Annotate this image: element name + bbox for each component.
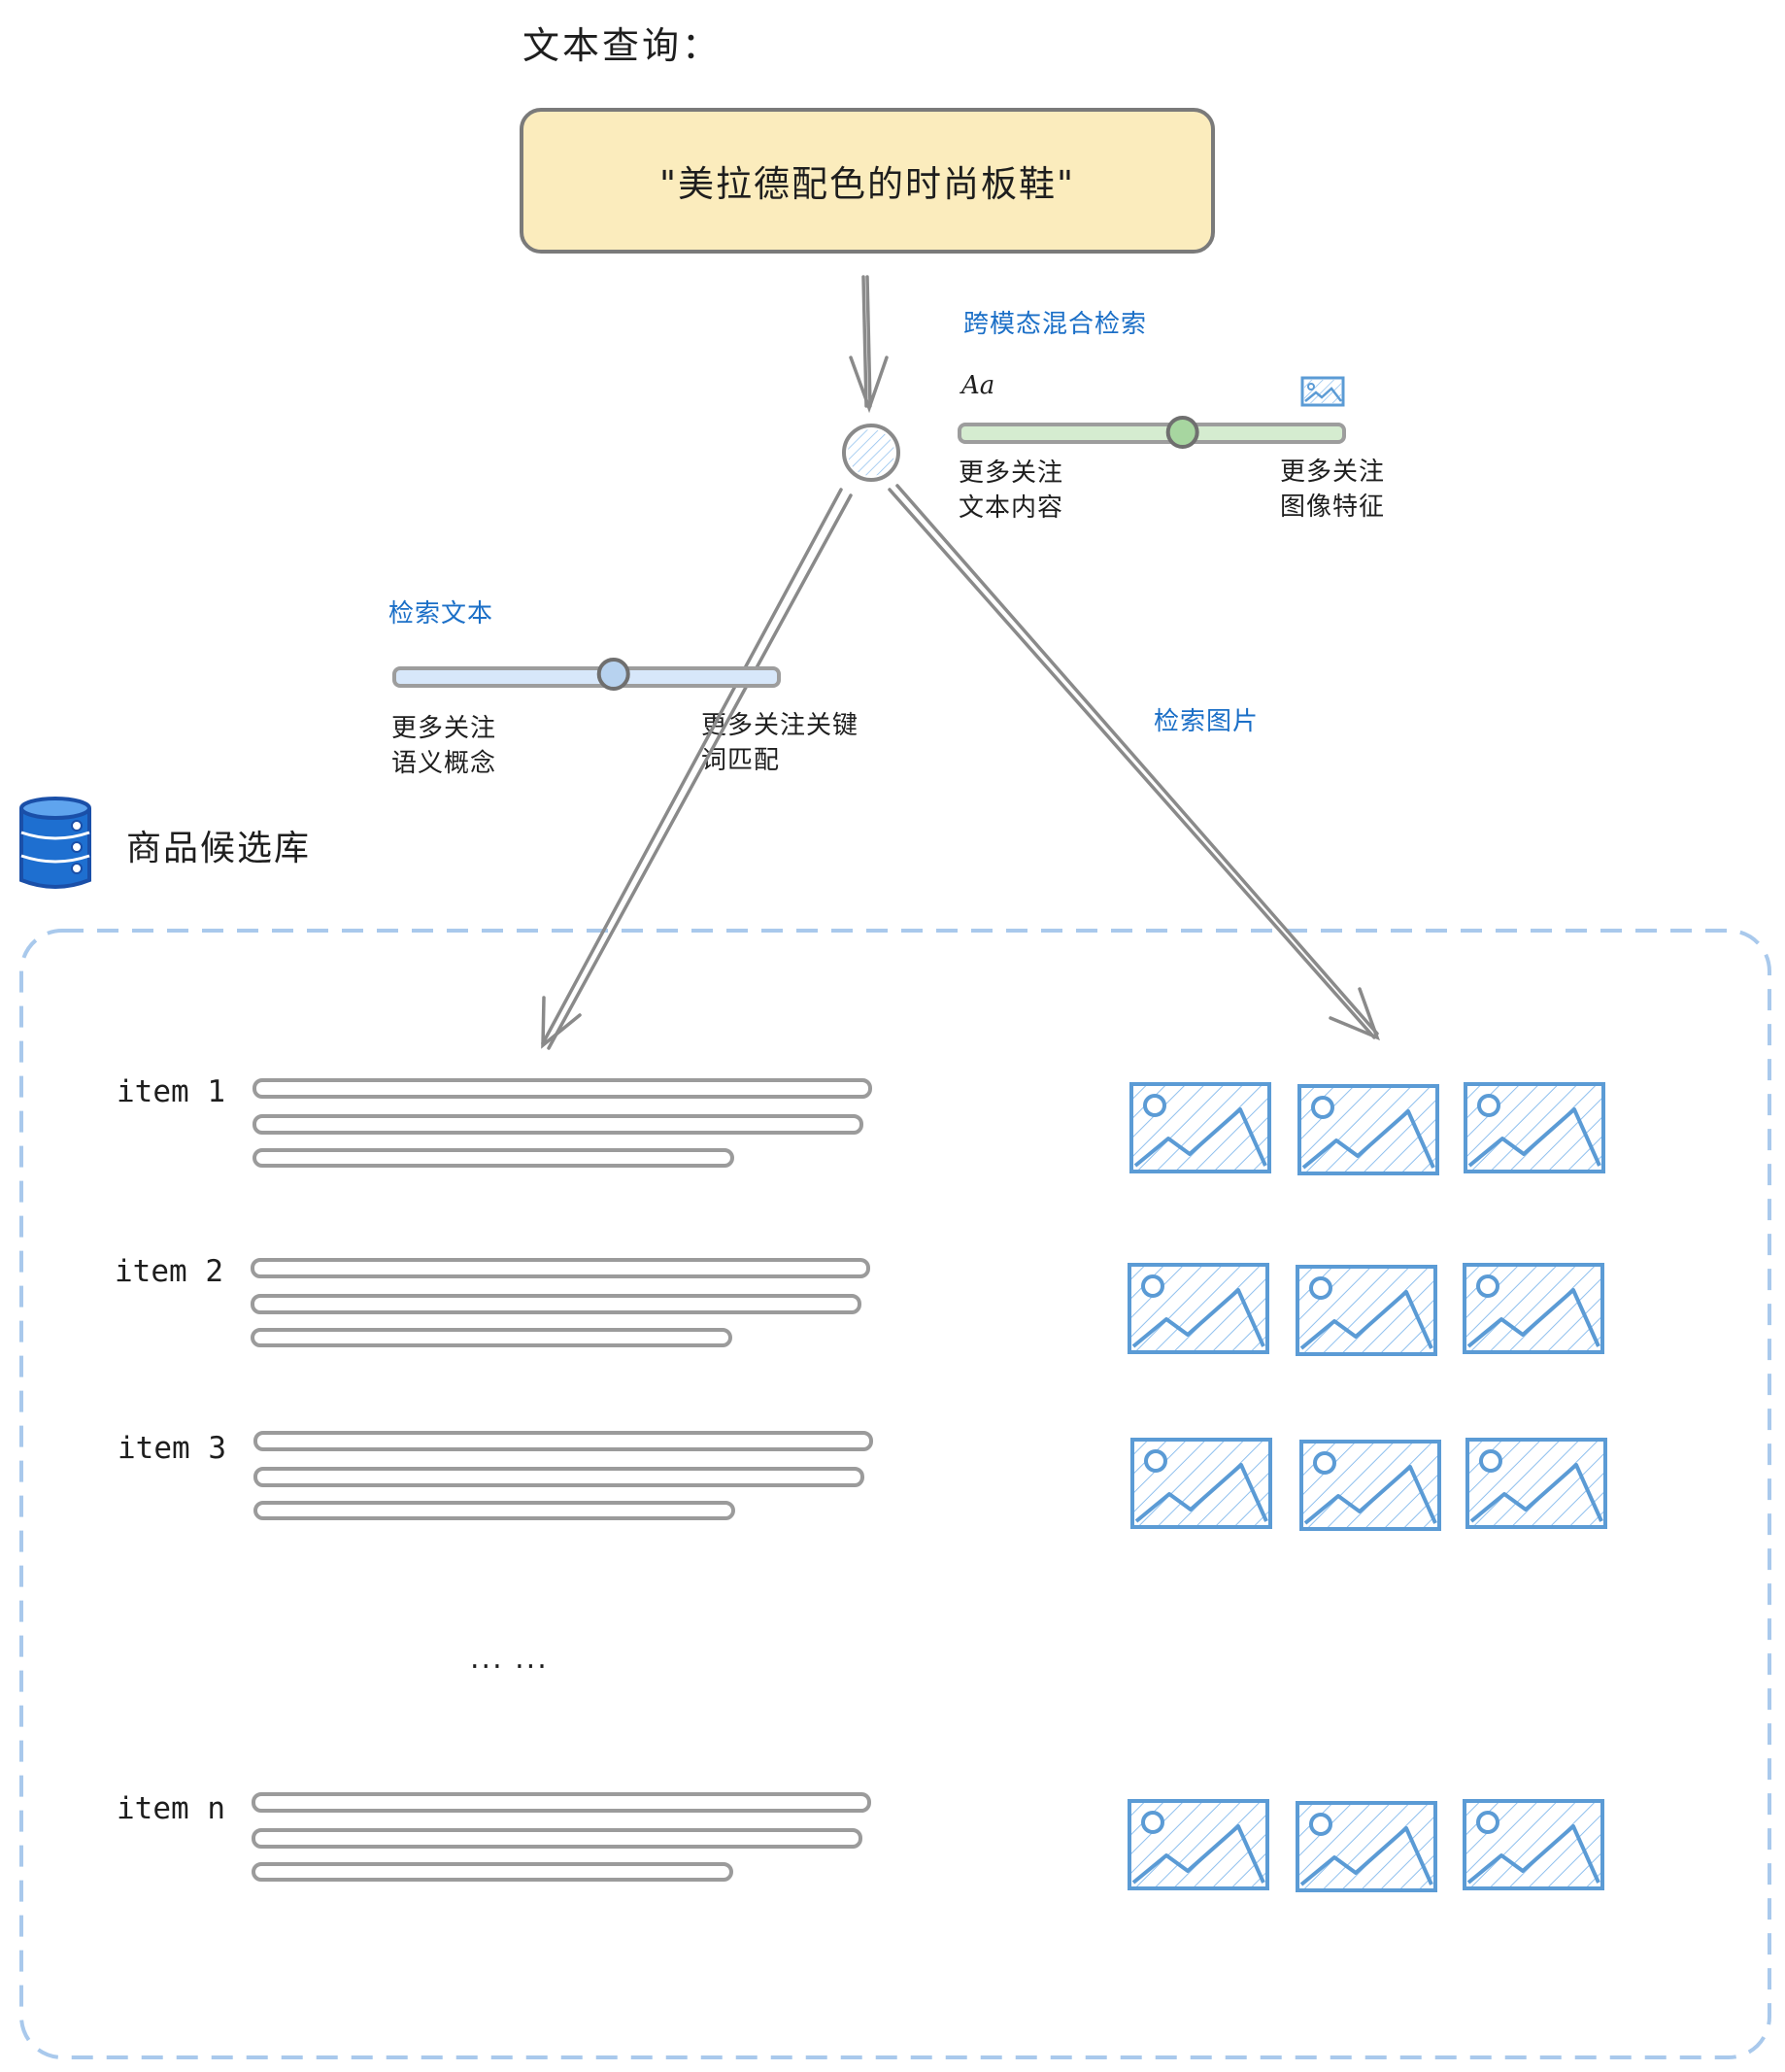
image-branch-arrow — [888, 484, 1380, 1041]
text-search-left-note-line1: 更多关注 — [391, 714, 497, 743]
text-aa-icon: Aa — [961, 371, 995, 400]
image-search-label: 检索图片 — [1154, 707, 1260, 736]
item-1-text-lines — [253, 1078, 872, 1168]
item-n-image-1[interactable] — [1128, 1799, 1269, 1890]
item-1-image-1[interactable] — [1129, 1082, 1271, 1173]
item-3-image-1[interactable] — [1130, 1438, 1272, 1529]
item-n-image-3[interactable] — [1463, 1799, 1604, 1890]
text-search-label: 检索文本 — [388, 599, 494, 628]
query-arrow — [849, 275, 889, 414]
query-box[interactable]: "美拉德配色的时尚板鞋" — [520, 108, 1215, 254]
hybrid-search-label: 跨模态混合检索 — [963, 310, 1148, 339]
database-icon — [19, 797, 91, 889]
hybrid-right-note: 更多关注 图像特征 — [1280, 455, 1385, 525]
item-label-2: item 2 — [115, 1254, 223, 1289]
text-search-left-note: 更多关注 语义概念 — [391, 711, 496, 781]
item-3-image-2[interactable] — [1299, 1440, 1441, 1531]
text-search-right-note-line1: 更多关注关键 — [701, 711, 859, 740]
text-search-left-note-line2: 语义概念 — [391, 749, 497, 778]
text-search-right-note: 更多关注关键 词匹配 — [701, 708, 859, 778]
item-1-image-2[interactable] — [1297, 1084, 1439, 1175]
text-search-slider-knob[interactable] — [596, 658, 630, 691]
junction-node[interactable] — [842, 424, 900, 482]
item-2-text-lines — [251, 1258, 870, 1347]
hybrid-slider[interactable] — [958, 416, 1346, 449]
item-1-image-3[interactable] — [1464, 1082, 1605, 1173]
text-branch-arrow — [541, 488, 853, 1050]
hybrid-left-note: 更多关注 文本内容 — [959, 456, 1063, 526]
image-icon — [1300, 376, 1345, 407]
item-3-image-3[interactable] — [1465, 1438, 1607, 1529]
item-n-image-2[interactable] — [1296, 1801, 1437, 1892]
query-text: "美拉德配色的时尚板鞋" — [658, 163, 1076, 205]
text-search-right-note-line2: 词匹配 — [701, 746, 781, 775]
hybrid-right-note-line2: 图像特征 — [1280, 493, 1386, 522]
ellipsis: ... ... — [470, 1642, 549, 1676]
item-2-image-3[interactable] — [1463, 1263, 1604, 1354]
hybrid-slider-knob[interactable] — [1165, 416, 1199, 449]
hybrid-left-note-line1: 更多关注 — [959, 459, 1064, 488]
item-n-text-lines — [252, 1792, 871, 1882]
item-2-image-1[interactable] — [1128, 1263, 1269, 1354]
item-label-1: item 1 — [117, 1074, 225, 1109]
item-label-n: item n — [117, 1791, 225, 1826]
item-2-image-2[interactable] — [1296, 1265, 1437, 1356]
page-title: 文本查询： — [522, 24, 723, 67]
item-label-3: item 3 — [118, 1431, 226, 1466]
item-3-text-lines — [253, 1431, 873, 1520]
hybrid-right-note-line1: 更多关注 — [1280, 458, 1386, 487]
hybrid-left-note-line2: 文本内容 — [959, 493, 1064, 523]
text-search-slider[interactable] — [392, 658, 781, 691]
database-label: 商品候选库 — [126, 829, 312, 868]
candidate-pool-container — [19, 929, 1771, 2059]
